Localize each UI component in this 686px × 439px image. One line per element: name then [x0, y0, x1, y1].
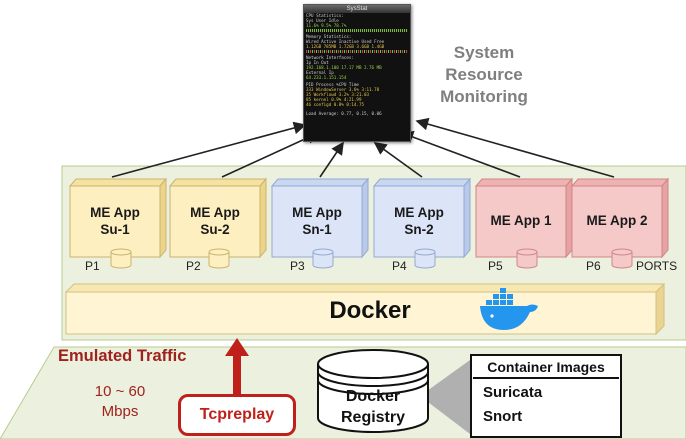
docker-whale-icon — [480, 288, 538, 330]
container-image-item: Suricata — [483, 384, 543, 401]
app-box-su-1 — [68, 177, 168, 259]
app-box-1 — [474, 177, 574, 259]
port-label-p5: P5 — [488, 259, 503, 273]
app-label-su-1: ME App Su-1 — [90, 205, 140, 237]
app-box-2 — [570, 177, 670, 259]
memory-meter — [306, 50, 408, 53]
docker-label: Docker — [329, 297, 411, 324]
sysstat-proc-row: 46 configd 0.8% 0:14.75 — [306, 102, 364, 107]
port-cylinder-p4 — [414, 248, 436, 269]
container-image-item: Snort — [483, 408, 523, 425]
sysstat-ext-ip-val: 64.233.1.151.154 — [306, 75, 347, 80]
sysstat-cpu-cols: Sys User Idle — [306, 18, 339, 23]
port-label-p3: P3 — [290, 259, 305, 273]
sysstat-cpu-heading: CPU Statistics: — [306, 13, 344, 18]
app-label-sn-2: ME App Sn-2 — [394, 205, 444, 237]
sysstat-ext-ip: External Ip — [306, 70, 334, 75]
port-cylinder-p6 — [611, 248, 633, 269]
docker-registry-label: Docker Registry — [340, 388, 406, 426]
port-label-p6: P6 — [586, 259, 601, 273]
sysstat-net-cols: Ip In Out — [306, 60, 329, 65]
app-box-sn-2 — [372, 177, 472, 259]
sysstat-cpu-vals: 11.6% 9.5% 78.7% — [306, 23, 347, 28]
emulated-traffic-label: Emulated Traffic — [58, 347, 187, 365]
port-cylinder-p1 — [110, 248, 132, 269]
arrow-app-1 — [400, 130, 521, 178]
port-cylinder-p5 — [516, 248, 538, 269]
sysstat-proc-row: 35 Workflowd 3.2% 3:21.03 — [306, 92, 370, 97]
port-cylinder-p2 — [208, 248, 230, 269]
app-label-2: ME App 2 — [586, 213, 648, 228]
monitor-label: System Resource Monitoring — [440, 43, 528, 106]
traffic-rate-label: 10 ~ 60 Mbps — [94, 383, 146, 420]
sysstat-mem-cols: Wired Active Inactive Used Free — [306, 39, 385, 44]
docker-bar — [64, 282, 666, 336]
arrow-sn-1 — [319, 141, 344, 178]
arrow-su-1 — [111, 121, 307, 178]
sysstat-title: SysStat — [304, 5, 410, 13]
port-label-p2: P2 — [186, 259, 201, 273]
ports-label: PORTS — [636, 259, 678, 273]
app-box-su-2 — [168, 177, 268, 259]
arrow-sn-2 — [373, 142, 423, 178]
port-label-p1: P1 — [85, 259, 100, 273]
app-label-su-2: ME App Su-2 — [190, 205, 240, 237]
app-label-sn-1: ME App Sn-1 — [292, 205, 342, 237]
container-images-box — [470, 354, 622, 438]
sysstat-net-heading: Network Interfaces: — [306, 55, 354, 60]
sysstat-window: SysStat CPU Statistics: Sys User Idle 11… — [303, 4, 411, 142]
port-label-p4: P4 — [392, 259, 407, 273]
traffic-arrow — [225, 338, 249, 394]
sysstat-proc-row: 85 kernel 0.9% 4:21.99 — [306, 97, 362, 102]
app-label-1: ME App 1 — [490, 213, 552, 228]
docker-registry-icon — [317, 349, 429, 433]
tcpreplay-box: Tcpreplay — [178, 394, 296, 436]
sysstat-proc-row: 333 WindowServer 3.6% 3:11.78 — [306, 87, 380, 92]
sysstat-net-vals: 192.168.1.100 17.17 MB 2.76 MB — [306, 65, 382, 70]
sysstat-load-average: Load Average: 0.77, 0.15, 0.06 — [306, 111, 382, 116]
sysstat-mem-heading: Memory Statistics: — [306, 34, 352, 39]
sysstat-mem-vals: 1.12GB 785MB 1.72GB 3.6GB 1.4GB — [306, 44, 385, 49]
sysstat-proc-cols: PID Process %CPU Time — [306, 82, 359, 87]
monitoring-arrows — [111, 117, 615, 178]
port-cylinder-p3 — [312, 248, 334, 269]
app-box-sn-1 — [270, 177, 370, 259]
arrow-app-2 — [415, 117, 615, 178]
container-images-title: Container Images — [473, 357, 619, 379]
registry-callout-connector — [420, 360, 470, 434]
cpu-meter — [306, 29, 408, 32]
arrow-su-2 — [221, 131, 320, 178]
